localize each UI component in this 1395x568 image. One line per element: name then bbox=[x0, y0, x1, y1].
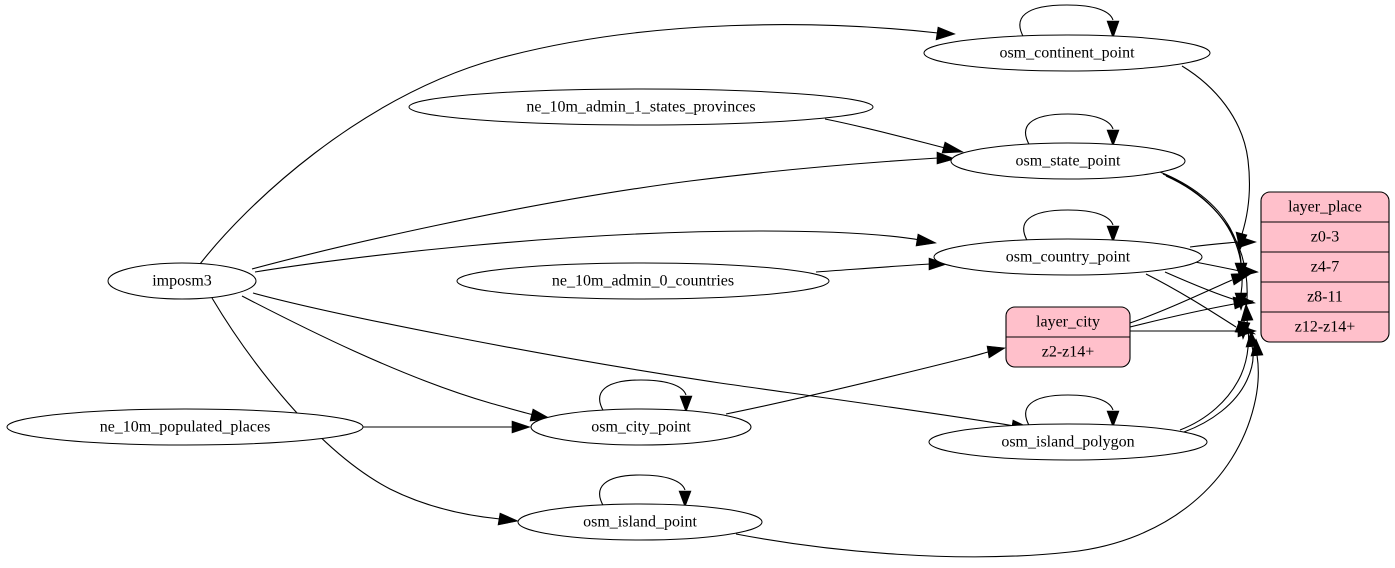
edge-imposm3-to-osm-island-point bbox=[211, 297, 519, 526]
node-osm-continent-point[interactable]: osm_continent_point bbox=[923, 34, 1211, 72]
record-nodes-layer: layer_place z0-3 z4-7 z8-11 z12-z14+ lay… bbox=[1005, 191, 1390, 368]
node-label-osm-state-point: osm_state_point bbox=[1016, 153, 1121, 170]
edge-self-loop-osm-state-point bbox=[1025, 113, 1120, 147]
edge-imposm3-to-osm-country-point bbox=[254, 230, 937, 273]
edge-ne-countries-to-osm-country-point bbox=[815, 257, 948, 273]
edge-ne-populated-to-osm-city-point bbox=[363, 420, 531, 434]
nodes-layer: imposm3 ne_10m_admin_1_states_provinces … bbox=[6, 34, 1211, 541]
record-row-layer-place-z0-3[interactable]: z0-3 bbox=[1311, 229, 1339, 246]
node-label-ne-states: ne_10m_admin_1_states_provinces bbox=[526, 99, 755, 116]
node-label-osm-island-point: osm_island_point bbox=[583, 514, 697, 531]
edge-osm-island-polygon-to-layer-place-z8-11 bbox=[1179, 303, 1254, 431]
node-osm-city-point[interactable]: osm_city_point bbox=[530, 408, 752, 446]
node-label-ne-populated: ne_10m_populated_places bbox=[100, 419, 271, 436]
node-label-osm-city-point: osm_city_point bbox=[591, 419, 691, 436]
record-row-layer-place-z8-11[interactable]: z8-11 bbox=[1307, 289, 1343, 306]
record-node-layer-city[interactable]: layer_city z2-z14+ bbox=[1005, 306, 1131, 368]
node-label-osm-country-point: osm_country_point bbox=[1006, 249, 1131, 266]
edge-layer-city-to-layer-place-z8-11 bbox=[1129, 296, 1254, 328]
edge-osm-country-point-to-layer-place-z0-3 bbox=[1189, 235, 1257, 249]
edge-self-loop-osm-country-point bbox=[1023, 209, 1120, 243]
edge-osm-island-polygon-to-layer-place-z12-z14 bbox=[1183, 330, 1259, 433]
node-ne-10m-populated-places[interactable]: ne_10m_populated_places bbox=[6, 408, 364, 446]
edge-ne-states-to-osm-state-point bbox=[824, 118, 965, 154]
record-row-layer-place-z12-z14[interactable]: z12-z14+ bbox=[1295, 319, 1356, 336]
record-row-layer-city-title: layer_city bbox=[1036, 314, 1100, 331]
edge-imposm3-to-osm-city-point bbox=[241, 295, 552, 422]
node-label-ne-countries: ne_10m_admin_0_countries bbox=[552, 273, 734, 290]
edge-layer-city-to-layer-place-z4-7 bbox=[1129, 272, 1254, 324]
edge-self-loop-osm-island-point bbox=[599, 474, 692, 508]
record-row-layer-place-z4-7[interactable]: z4-7 bbox=[1311, 259, 1339, 276]
node-label-imposm3: imposm3 bbox=[152, 273, 212, 290]
node-osm-country-point[interactable]: osm_country_point bbox=[933, 238, 1203, 276]
edge-self-loop-osm-continent-point bbox=[1019, 4, 1120, 39]
node-osm-island-polygon[interactable]: osm_island_polygon bbox=[928, 423, 1208, 461]
record-node-layer-place[interactable]: layer_place z0-3 z4-7 z8-11 z12-z14+ bbox=[1260, 191, 1390, 343]
node-ne-10m-admin-0-countries[interactable]: ne_10m_admin_0_countries bbox=[456, 262, 830, 300]
edge-osm-continent-point-to-layer-place-z0-3 bbox=[1181, 65, 1250, 251]
edge-self-loop-osm-city-point bbox=[599, 379, 693, 413]
node-label-osm-island-polygon: osm_island_polygon bbox=[1001, 434, 1134, 451]
edge-self-loop-osm-island-polygon bbox=[1025, 394, 1120, 428]
edge-osm-city-point-to-layer-city-z2-z14 bbox=[725, 345, 1006, 415]
node-label-osm-continent-point: osm_continent_point bbox=[999, 45, 1135, 62]
edge-imposm3-to-osm-state-point bbox=[251, 151, 956, 270]
record-row-layer-place-title: layer_place bbox=[1288, 199, 1362, 216]
record-row-layer-city-z2-z14[interactable]: z2-z14+ bbox=[1042, 344, 1095, 361]
node-imposm3[interactable]: imposm3 bbox=[107, 262, 257, 300]
edge-osm-island-point-to-layer-place-z12-z14 bbox=[735, 338, 1264, 558]
edge-imposm3-to-osm-continent-point bbox=[199, 24, 956, 265]
node-osm-state-point[interactable]: osm_state_point bbox=[950, 142, 1186, 180]
node-osm-island-point[interactable]: osm_island_point bbox=[517, 503, 763, 541]
node-ne-10m-admin-1-states-provinces[interactable]: ne_10m_admin_1_states_provinces bbox=[408, 88, 874, 126]
edge-layer-city-to-layer-place-z12-z14 bbox=[1130, 324, 1257, 338]
